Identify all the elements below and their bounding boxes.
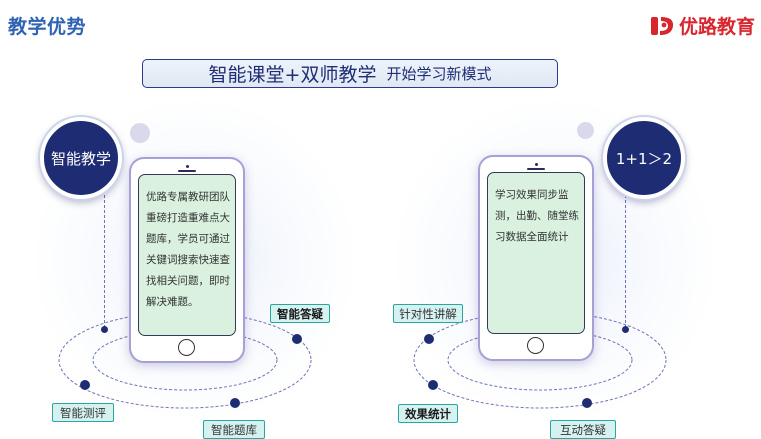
left-circle-label: 智能教学 [50, 149, 111, 168]
home-button-icon [527, 337, 544, 354]
orbit-dot [424, 334, 434, 344]
phone-camera [535, 163, 538, 166]
orbit-dot [428, 380, 438, 390]
left-feature-circle: 智能教学 [40, 117, 122, 199]
tag-interactive-answer: 互动答疑 [550, 420, 616, 439]
phone-camera [186, 165, 189, 168]
orbit-dot [292, 334, 302, 344]
right-deco-circle [577, 122, 594, 139]
left-phone-screen: 优路专属教研团队重磅打造重难点大题库，学员可通过关键词搜索快速查找相关问题，即时… [138, 174, 236, 336]
tag-smart-bank: 智能题库 [203, 420, 265, 439]
left-phone-text: 优路专属教研团队重磅打造重难点大题库，学员可通过关键词搜索快速查找相关问题，即时… [146, 191, 230, 308]
right-feature-circle: 1+1＞2 [603, 117, 685, 199]
right-circle-label: 1+1＞2 [615, 149, 673, 168]
orbit-dot [80, 380, 90, 390]
banner-sub-text: 开始学习新模式 [386, 65, 492, 83]
orbit-dot [230, 398, 240, 408]
brand-name: 优路教育 [678, 16, 755, 38]
right-dashed-connector [625, 180, 626, 328]
brand-mark-icon [650, 16, 674, 35]
tag-smart-test: 智能测评 [52, 403, 114, 422]
page-title: 教学优势 [8, 16, 87, 38]
slogan-banner: 智能课堂+双师教学 开始学习新模式 [142, 59, 558, 88]
orbit-dot [582, 398, 592, 408]
right-phone: 学习效果同步监测，出勤、随堂练习数据全面统计 [478, 155, 594, 361]
brand-logo: 优路教育 [650, 12, 755, 39]
tag-effect-stats: 效果统计 [398, 404, 458, 423]
left-deco-circle [130, 123, 150, 143]
phone-speaker [178, 170, 196, 172]
right-phone-text: 学习效果同步监测，出勤、随堂练习数据全面统计 [495, 189, 579, 243]
tag-smart-answer: 智能答疑 [270, 304, 330, 323]
left-phone: 优路专属教研团队重磅打造重难点大题库，学员可通过关键词搜索快速查找相关问题，即时… [129, 157, 245, 363]
right-phone-screen: 学习效果同步监测，出勤、随堂练习数据全面统计 [487, 172, 585, 334]
left-dashed-connector [104, 180, 105, 328]
tag-targeted-lecture: 针对性讲解 [393, 304, 463, 323]
right-connector-dot [622, 326, 629, 333]
banner-main-text: 智能课堂+双师教学 [208, 64, 377, 86]
phone-speaker [527, 168, 545, 170]
left-connector-dot [101, 326, 108, 333]
home-button-icon [178, 339, 195, 356]
